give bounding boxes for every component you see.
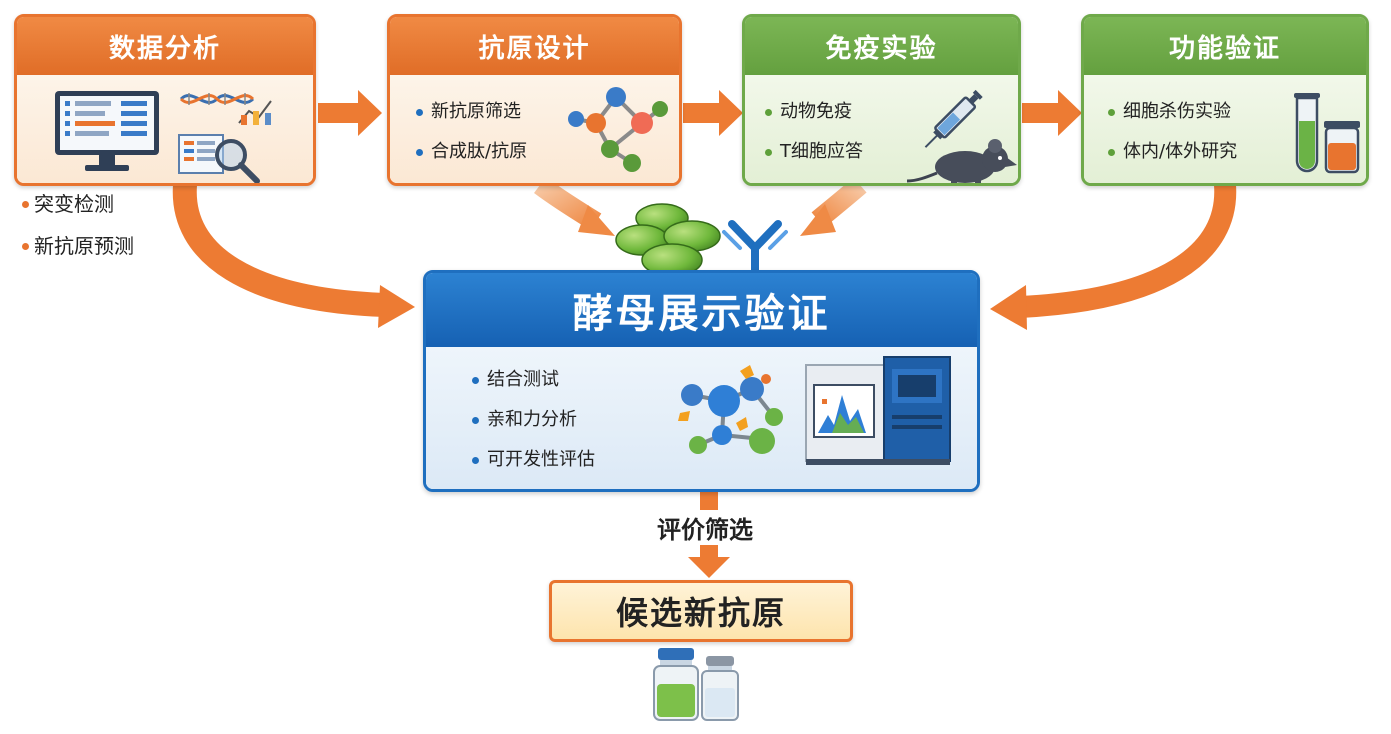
bullet-text: 突变检测: [34, 192, 114, 216]
arrow-immune-to-yeast: [800, 177, 867, 236]
bullet-dot: [22, 243, 29, 250]
bullet-text: 新抗原预测: [34, 234, 134, 258]
stage-title: 功能验证: [1084, 17, 1366, 75]
arrow-validation-to-yeast: [990, 184, 1237, 330]
bullet-text: 动物免疫: [780, 101, 852, 122]
list-item: 可开发性评估: [472, 447, 595, 487]
bullet-dot: [1108, 149, 1115, 156]
molecule-icon: [568, 87, 668, 172]
bullet-dot: [1108, 109, 1115, 116]
stage-title: 抗原设计: [390, 17, 679, 75]
dna-icon: [179, 93, 272, 125]
stage-bullets: 新抗原筛选 合成肽/抗原: [416, 99, 527, 179]
bullet-dot: [765, 109, 772, 116]
bullet-text: T细胞应答: [780, 141, 863, 162]
stage-body: 细胞杀伤实验 体内/体外研究: [1084, 75, 1366, 183]
stage-bullets: 动物免疫 T细胞应答: [765, 99, 863, 179]
bullet-text: 体内/体外研究: [1123, 141, 1238, 162]
beaker-icon: [1324, 121, 1360, 174]
bullet-text: 合成肽/抗原: [431, 141, 528, 162]
list-item: 新抗原筛选: [416, 99, 527, 139]
bullet-dot: [22, 201, 29, 208]
mouse-icon: [906, 139, 1017, 183]
stage-immune-experiment: 免疫实验 动物免疫 T细胞应答: [742, 14, 1021, 186]
bullet-dot: [472, 377, 479, 384]
bullet-text: 细胞杀伤实验: [1123, 101, 1231, 122]
bullet-text: 新抗原筛选: [431, 101, 521, 122]
list-item: T细胞应答: [765, 139, 863, 179]
bullet-text: 可开发性评估: [487, 449, 595, 470]
arrow-design-to-immune: [683, 90, 743, 136]
stage-title: 免疫实验: [745, 17, 1018, 75]
yeast-display-box: 酵母展示验证 结合测试 亲和力分析 可开发性评估: [423, 270, 980, 492]
stage-body: 动物免疫 T细胞应答: [745, 75, 1018, 183]
flow-cytometer-icon: [805, 356, 951, 465]
list-item: 细胞杀伤实验: [1108, 99, 1237, 139]
filter-label: 评价筛选: [630, 510, 780, 545]
stage-antigen-design: 抗原设计 新抗原筛选 合成肽/抗原: [387, 14, 682, 186]
data-analysis-bullets: 突变检测 新抗原预测: [22, 190, 134, 274]
protein-complex-icon: [678, 365, 783, 454]
bullet-dot: [472, 417, 479, 424]
bullet-text: 亲和力分析: [487, 409, 577, 430]
bullet-dot: [416, 149, 423, 156]
arrow-filter-to-candidate: [688, 545, 730, 578]
test-tube-icon: [1294, 93, 1320, 173]
vial-icon: [653, 648, 739, 721]
list-item: 动物免疫: [765, 99, 863, 139]
bullet-dot: [765, 149, 772, 156]
list-item: 合成肽/抗原: [416, 139, 527, 179]
monitor-icon: [55, 91, 159, 171]
bullet-dot: [416, 109, 423, 116]
arrow-analysis-to-design: [318, 90, 382, 136]
yeast-display-title: 酵母展示验证: [426, 273, 977, 347]
stage-title: 数据分析: [17, 17, 313, 75]
yeast-display-body: 结合测试 亲和力分析 可开发性评估: [426, 347, 977, 489]
arrow-immune-to-validation: [1022, 90, 1082, 136]
antibody-icon: [722, 220, 788, 276]
list-item: 结合测试: [472, 367, 595, 407]
stage-data-analysis: 数据分析: [14, 14, 316, 186]
stage-bullets: 细胞杀伤实验 体内/体外研究: [1108, 99, 1237, 179]
bullet-text: 结合测试: [487, 369, 559, 390]
yeast-cells-icon: [615, 203, 721, 277]
bullet-dot: [472, 457, 479, 464]
list-item: 体内/体外研究: [1108, 139, 1237, 179]
stage-body: 新抗原筛选 合成肽/抗原: [390, 75, 679, 183]
arrow-analysis-to-yeast: [172, 184, 415, 328]
stage-functional-validation: 功能验证 细胞杀伤实验 体内/体外研究: [1081, 14, 1369, 186]
stage-body: [17, 75, 313, 183]
list-item: 亲和力分析: [472, 407, 595, 447]
candidate-box: 候选新抗原: [549, 580, 853, 642]
magnifier-icon: [178, 134, 260, 183]
list-item: 新抗原预测: [22, 232, 134, 274]
syringe-icon: [924, 89, 983, 148]
arrow-yeast-to-filter: [700, 492, 718, 512]
list-item: 突变检测: [22, 190, 134, 232]
yeast-display-bullets: 结合测试 亲和力分析 可开发性评估: [472, 367, 595, 487]
arrow-design-to-yeast: [534, 176, 615, 236]
